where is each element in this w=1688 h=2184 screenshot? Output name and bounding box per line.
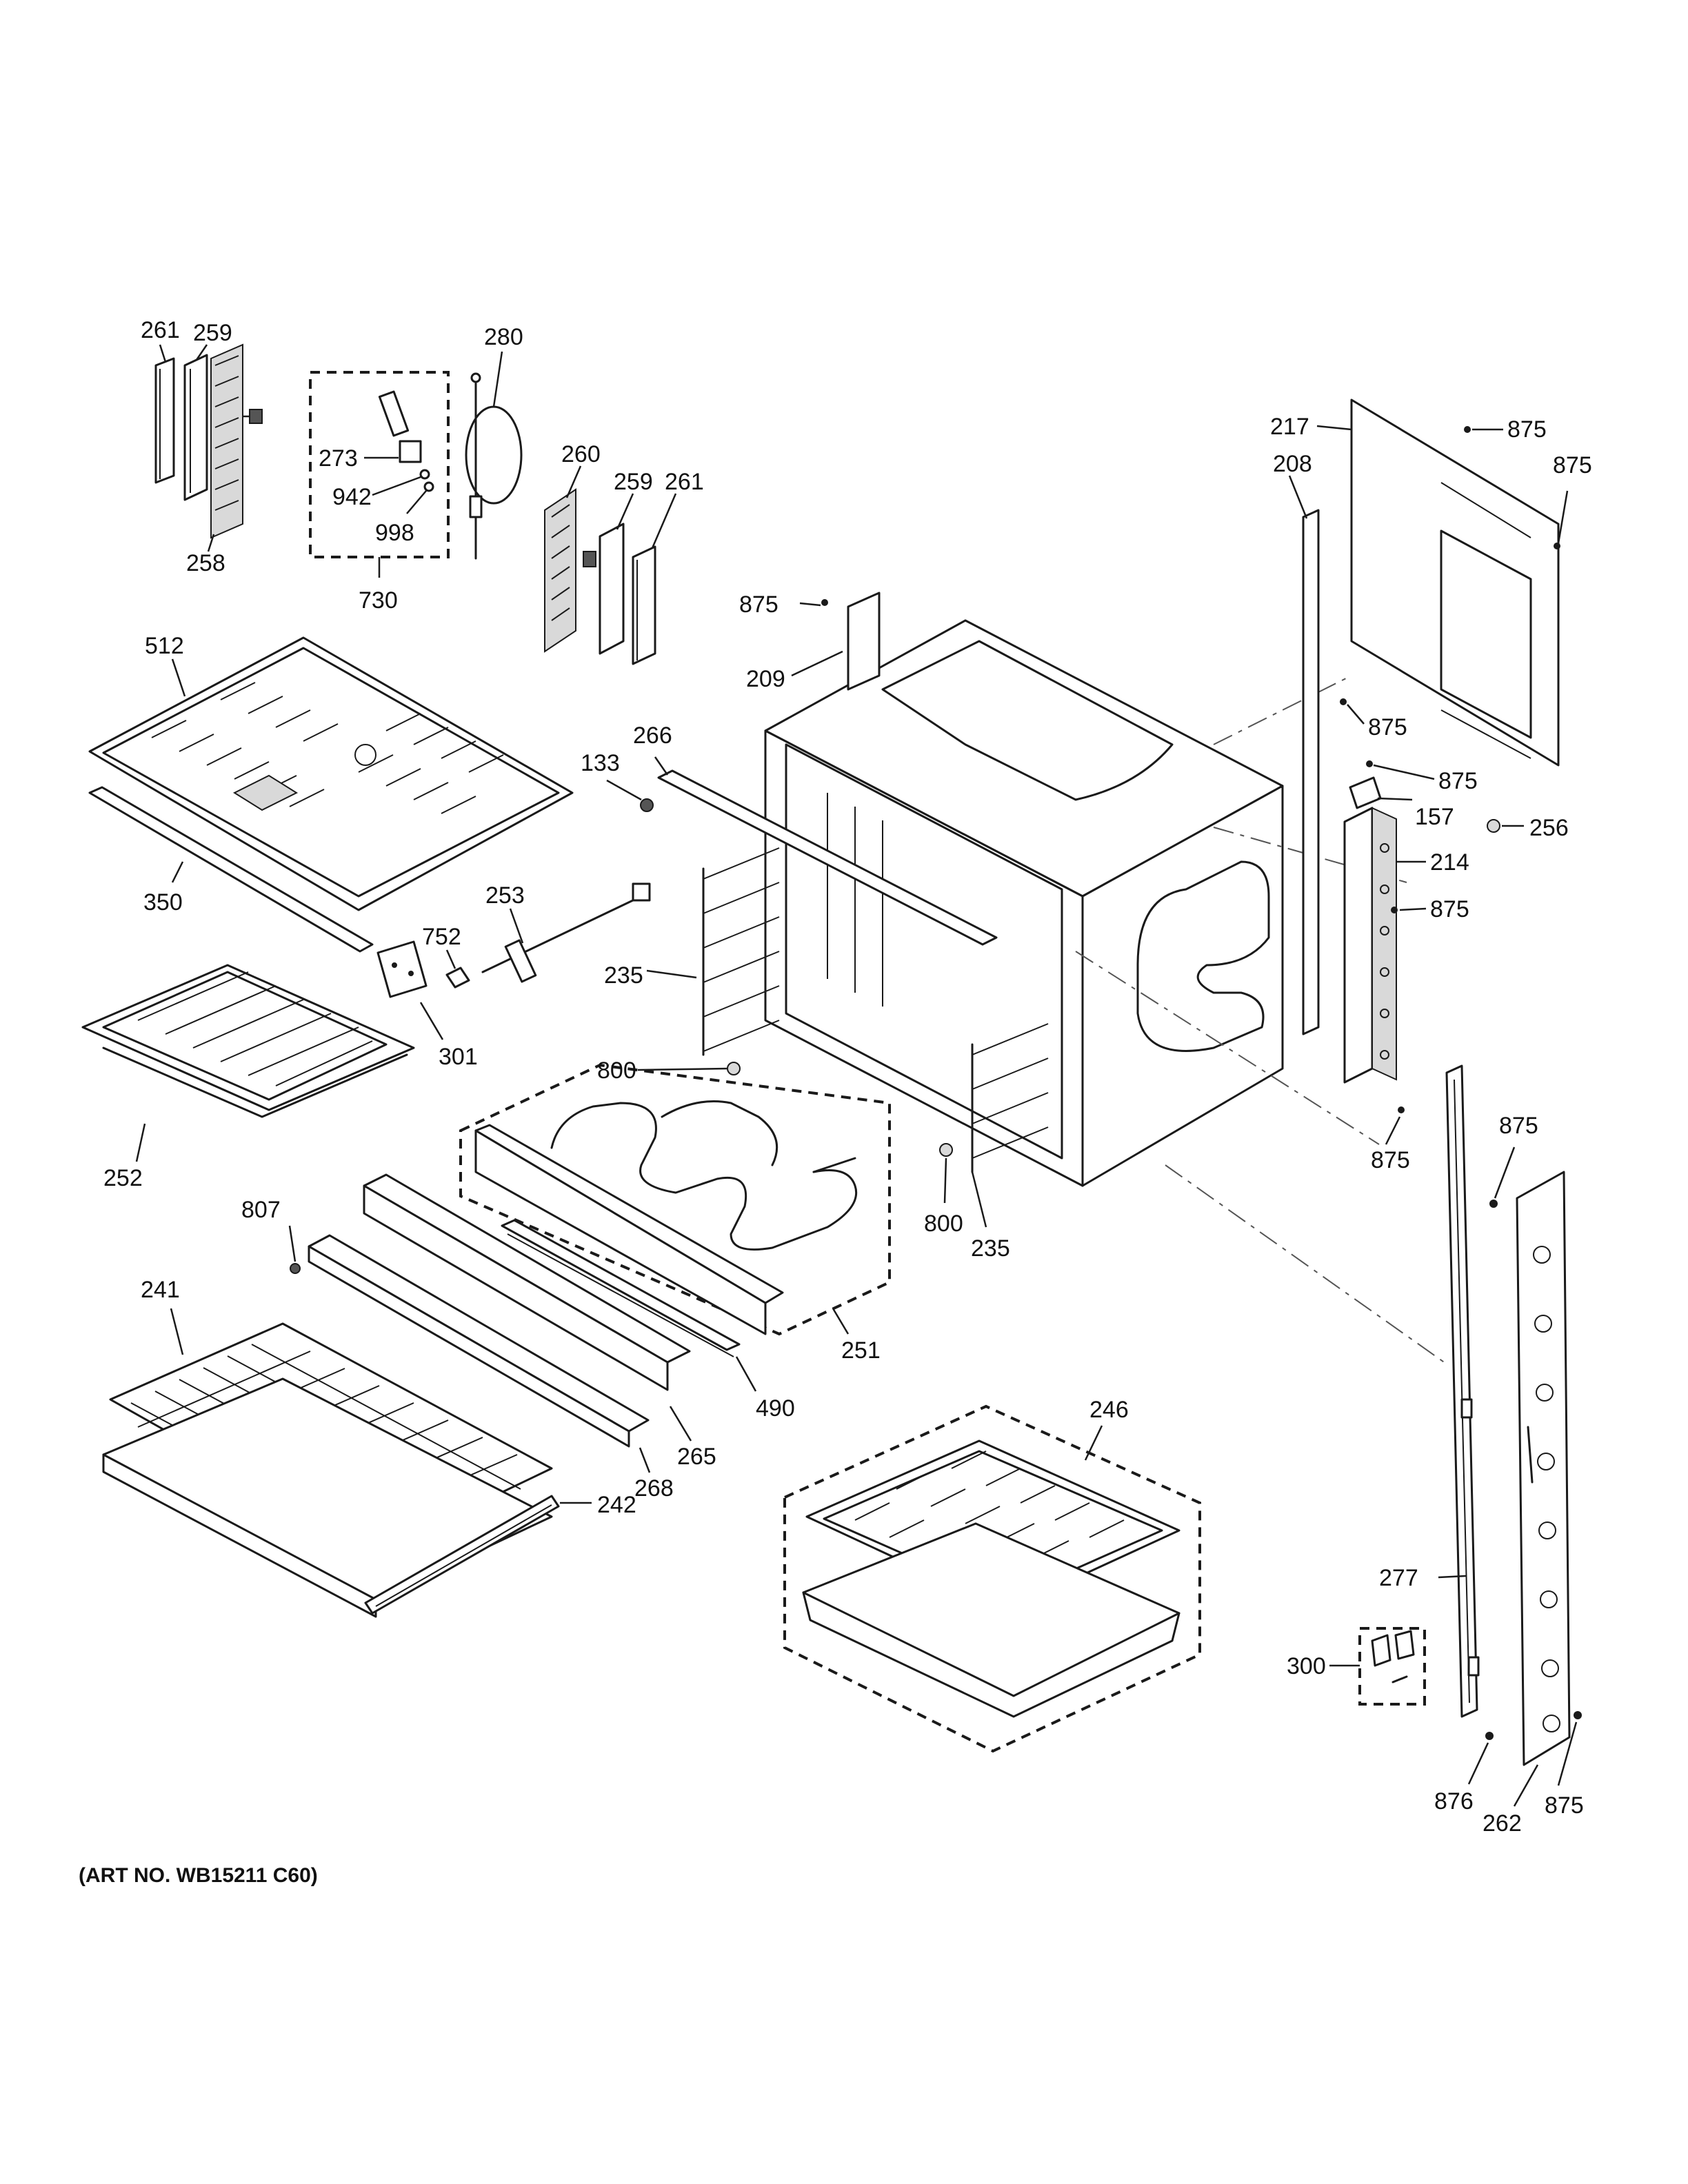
label-730: 730: [359, 587, 398, 614]
screws-875-right: [821, 426, 1560, 1113]
label-214: 214: [1430, 849, 1469, 876]
label-262: 262: [1483, 1810, 1522, 1837]
label-235-b: 235: [971, 1235, 1010, 1262]
label-208: 208: [1273, 451, 1312, 477]
oven-bottom-panel-512: [88, 636, 574, 911]
label-490: 490: [756, 1395, 795, 1422]
fastener-133: [640, 798, 654, 812]
grommet-256: [1487, 819, 1500, 833]
label-280: 280: [484, 324, 523, 350]
broiler-pan-kit-box: [783, 1404, 1201, 1753]
label-253: 253: [485, 882, 525, 909]
label-350: 350: [143, 889, 183, 916]
label-875-g: 875: [1371, 1147, 1410, 1173]
side-trim-214: [1343, 807, 1397, 1084]
label-157: 157: [1415, 804, 1454, 830]
part-labels: 261 259 258 280 273 942 998 730 260 259 …: [103, 317, 1592, 1837]
screw-875-i: [1574, 1711, 1582, 1719]
label-273: 273: [319, 445, 358, 472]
rail-266: [657, 769, 998, 946]
label-241: 241: [141, 1277, 180, 1303]
screw-875-g: [1489, 1200, 1498, 1208]
label-875-a: 875: [739, 592, 778, 618]
label-277: 277: [1379, 1565, 1418, 1591]
fastener-800-a: [727, 1062, 741, 1075]
thermal-switch-157: [1349, 776, 1382, 809]
label-800-b: 800: [924, 1211, 963, 1237]
label-261-a: 261: [141, 317, 180, 343]
oven-rack-241: [102, 1322, 553, 1618]
label-235-a: 235: [604, 962, 643, 989]
label-998: 998: [375, 520, 414, 546]
fastener-800-b: [939, 1143, 953, 1157]
label-133: 133: [581, 750, 620, 776]
side-trim-277: [1445, 1064, 1480, 1718]
broiler-pan-246: [802, 1439, 1180, 1718]
bake-element-251: [474, 1100, 858, 1335]
label-942: 942: [332, 484, 372, 510]
label-251: 251: [841, 1337, 881, 1364]
art-number-caption: (ART NO. WB15211 C60): [79, 1864, 318, 1887]
label-217: 217: [1270, 414, 1309, 440]
side-panel-group-left: [154, 343, 263, 539]
label-875-e: 875: [1438, 768, 1478, 794]
label-301: 301: [439, 1044, 478, 1070]
label-300: 300: [1287, 1653, 1326, 1679]
side-trim-208: [1302, 509, 1320, 1035]
trim-265: [363, 1173, 691, 1391]
label-252: 252: [103, 1165, 143, 1191]
insulation-panel-217: [1350, 398, 1560, 767]
label-875-h: 875: [1499, 1113, 1538, 1139]
label-875-c: 875: [1553, 452, 1592, 478]
label-800-a: 800: [597, 1058, 636, 1084]
side-trim-262: [1516, 1171, 1571, 1766]
label-242: 242: [597, 1492, 636, 1518]
screw-876: [1485, 1732, 1494, 1740]
screw-752: [445, 967, 470, 989]
front-trim-350: [88, 786, 374, 953]
label-265: 265: [677, 1444, 716, 1470]
rack-slide-242: [364, 1495, 560, 1615]
label-876: 876: [1434, 1788, 1474, 1814]
probe-253: [481, 882, 651, 983]
screw-807: [290, 1263, 301, 1274]
label-752: 752: [422, 924, 461, 950]
label-512: 512: [145, 633, 184, 659]
label-807: 807: [241, 1197, 281, 1223]
label-268: 268: [634, 1475, 674, 1502]
label-875-b: 875: [1507, 416, 1547, 443]
sensor-probe: [378, 390, 434, 492]
bracket-209: [847, 592, 881, 691]
label-259-a: 259: [193, 320, 232, 346]
oven-cavity: [702, 619, 1284, 1187]
label-266: 266: [633, 722, 672, 749]
element-bracket-301: [376, 940, 428, 998]
label-259-b: 259: [614, 469, 653, 495]
broil-element-252: [81, 964, 415, 1118]
label-258: 258: [186, 550, 225, 576]
trim-268: [308, 1234, 650, 1448]
label-246: 246: [1089, 1397, 1129, 1423]
thermostat-kit-box: [309, 371, 450, 558]
label-875-i: 875: [1545, 1792, 1584, 1819]
clip-kit-300: [1358, 1627, 1426, 1706]
side-panel-group-right: [544, 488, 656, 665]
label-260: 260: [561, 441, 601, 467]
label-875-d: 875: [1368, 714, 1407, 740]
rail-490: [501, 1219, 741, 1357]
label-209: 209: [746, 666, 785, 692]
label-261-b: 261: [665, 469, 704, 495]
label-875-f: 875: [1430, 896, 1469, 922]
bake-element-kit-box: [459, 1063, 891, 1336]
label-256: 256: [1529, 815, 1569, 841]
